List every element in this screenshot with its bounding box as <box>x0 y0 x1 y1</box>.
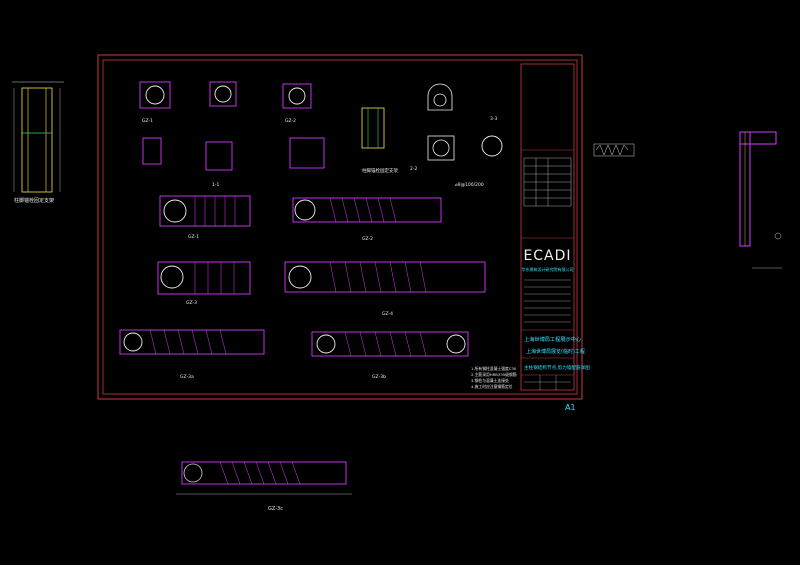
section-gz1-label: GZ-1 <box>142 118 153 124</box>
elev-gz2-label: GZ-2 <box>362 236 373 242</box>
drawing-frame <box>97 54 583 400</box>
elev-gz3a-label: GZ-3a <box>180 374 194 380</box>
elev-gz4-label: GZ-4 <box>382 311 393 317</box>
section-3-3-label: 3-3 <box>490 116 497 122</box>
project-line1: 上海世博局工程展示中心 <box>524 335 581 343</box>
elev-gz3b-label: GZ-3b <box>372 374 386 380</box>
section-1-1-label: 1-1 <box>212 182 219 188</box>
center-anchor-label: 柱脚锚栓固定支架 <box>362 167 398 174</box>
spacing-note: ⌀8@100/200 <box>455 182 484 188</box>
note-2: 2.主筋采用HRB335级钢筋 <box>471 372 517 377</box>
section-2-2-label: 2-2 <box>410 166 417 172</box>
company-name: 华东建筑设计研究院有限公司 <box>522 266 574 272</box>
title-block: ECADI 华东建筑设计研究院有限公司 上海世博局工程展示中心 上海世博局展览(… <box>520 63 590 391</box>
column-sections-row2: 1-1 2-2 <box>142 137 417 188</box>
elev-gz3-label: GZ-3 <box>186 300 197 306</box>
sheet-size-label: A1 <box>565 403 576 412</box>
elev-gz1-label: GZ-1 <box>188 234 199 240</box>
note-1: 1.所有钢柱混凝土强度C30 <box>471 366 517 371</box>
small-rebar-detail <box>593 143 635 157</box>
revision-table <box>523 157 572 207</box>
section-gz2-label: GZ-2 <box>285 118 296 124</box>
right-corner-detail <box>739 131 782 269</box>
column-sections-row1: GZ-1 GZ-2 柱脚锚栓固定支架 3-3 <box>139 81 503 174</box>
company-logo: ECADI <box>523 248 571 264</box>
note-3: 3.钢柱与混凝土连接处 <box>471 378 509 383</box>
note-4: 4.施工时应注意钢筋定位 <box>471 384 513 389</box>
project-line2: 上海世博局展览(临时)工程 <box>526 348 585 355</box>
left-detail-label: 柱脚锚栓固定支架 <box>14 197 54 204</box>
drawing-title: 主柱钢结构节点,剪力墙配筋详图 <box>524 364 590 371</box>
beam-elevations: GZ-1 GZ-2 ⌀8@100/200 GZ-3 GZ-4 GZ-3a GZ-… <box>119 182 486 380</box>
left-anchor-frame-detail: 柱脚锚栓固定支架 <box>12 81 64 204</box>
bottom-detail-label: GZ-3c <box>268 506 283 512</box>
general-notes: 1.所有钢柱混凝土强度C30 2.主筋采用HRB335级钢筋 3.钢柱与混凝土连… <box>471 366 517 389</box>
bottom-column-detail: GZ-3c <box>176 461 352 512</box>
info-rows <box>524 279 571 323</box>
